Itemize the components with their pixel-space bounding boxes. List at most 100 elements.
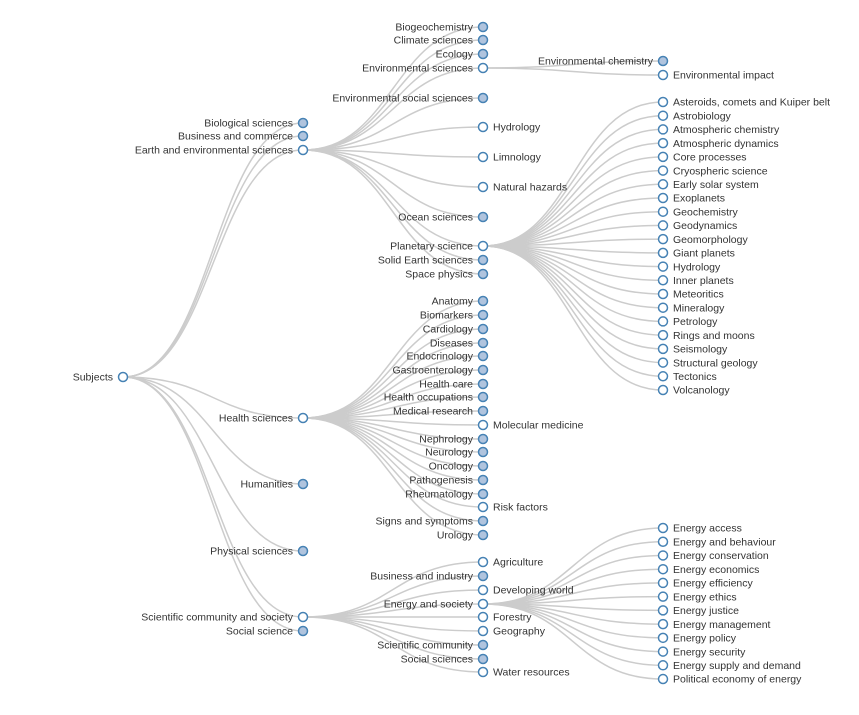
expanded-node-marker[interactable]: [657, 384, 669, 396]
node-solid-earth-sciences[interactable]: Solid Earth sciences: [378, 254, 489, 267]
node-signs-and-symptoms[interactable]: Signs and symptoms: [376, 516, 489, 528]
node-geochemistry[interactable]: Geochemistry: [657, 206, 739, 218]
node-early-solar-system[interactable]: Early solar system: [657, 179, 760, 191]
node-physical-sciences[interactable]: Physical sciences: [210, 546, 309, 558]
collapsed-node-marker[interactable]: [477, 323, 489, 335]
expanded-node-marker[interactable]: [657, 343, 669, 355]
expanded-node-marker[interactable]: [657, 275, 669, 286]
node-political-economy-of-energy[interactable]: Political economy of energy: [657, 673, 803, 686]
expanded-node-marker[interactable]: [657, 124, 669, 135]
expanded-node-marker[interactable]: [657, 165, 669, 176]
collapsed-node-marker[interactable]: [477, 433, 489, 445]
node-medical-research[interactable]: Medical research: [393, 406, 489, 418]
node-geodynamics[interactable]: Geodynamics: [657, 220, 738, 232]
expanded-node-marker[interactable]: [657, 302, 669, 313]
expanded-node-marker[interactable]: [477, 181, 489, 193]
expanded-node-marker[interactable]: [657, 632, 669, 644]
collapsed-node-marker[interactable]: [477, 529, 489, 541]
collapsed-node-marker[interactable]: [477, 570, 489, 582]
node-limnology[interactable]: Limnology: [477, 152, 542, 164]
collapsed-node-marker[interactable]: [477, 48, 489, 60]
node-rheumatology[interactable]: Rheumatology: [405, 488, 489, 501]
node-asteroids-comets-and-kuiper-belt[interactable]: Asteroids, comets and Kuiper belt: [657, 97, 831, 109]
expanded-node-marker[interactable]: [657, 233, 669, 245]
expanded-node-marker[interactable]: [657, 192, 669, 204]
expanded-node-marker[interactable]: [657, 646, 669, 657]
collapsed-node-marker[interactable]: [297, 130, 309, 142]
expanded-node-marker[interactable]: [657, 357, 669, 368]
expanded-node-marker[interactable]: [657, 110, 669, 121]
node-atmospheric-chemistry[interactable]: Atmospheric chemistry: [657, 124, 780, 136]
collapsed-node-marker[interactable]: [477, 639, 489, 651]
collapsed-node-marker[interactable]: [477, 211, 489, 223]
expanded-node-marker[interactable]: [657, 220, 669, 231]
collapsed-node-marker[interactable]: [477, 337, 489, 349]
node-meteoritics[interactable]: Meteoritics: [657, 289, 724, 301]
collapsed-node-marker[interactable]: [477, 488, 489, 500]
node-rings-and-moons[interactable]: Rings and moons: [657, 330, 755, 342]
collapsed-node-marker[interactable]: [477, 254, 489, 266]
node-risk-factors[interactable]: Risk factors: [477, 501, 548, 514]
collapsed-node-marker[interactable]: [477, 474, 489, 486]
node-pathogenesis[interactable]: Pathogenesis: [409, 474, 489, 487]
node-energy-efficiency[interactable]: Energy efficiency: [657, 577, 754, 590]
collapsed-node-marker[interactable]: [477, 309, 489, 321]
expanded-node-marker[interactable]: [477, 501, 489, 513]
node-tectonics[interactable]: Tectonics: [657, 371, 717, 383]
node-environmental-impact[interactable]: Environmental impact: [657, 70, 775, 82]
node-hydrology[interactable]: Hydrology: [657, 261, 722, 273]
node-endocrinology[interactable]: Endocrinology: [406, 350, 489, 363]
expanded-node-marker[interactable]: [657, 673, 669, 685]
node-ocean-sciences[interactable]: Ocean sciences: [398, 211, 489, 224]
node-environmental-social-sciences[interactable]: Environmental social sciences: [332, 92, 489, 105]
expanded-node-marker[interactable]: [297, 611, 309, 623]
expanded-node-marker[interactable]: [477, 62, 489, 74]
node-environmental-chemistry[interactable]: Environmental chemistry: [538, 55, 669, 68]
node-geomorphology[interactable]: Geomorphology: [657, 233, 749, 246]
expanded-node-marker[interactable]: [657, 179, 669, 190]
node-anatomy[interactable]: Anatomy: [432, 296, 489, 308]
collapsed-node-marker[interactable]: [477, 378, 489, 390]
node-subjects[interactable]: Subjects: [73, 372, 129, 384]
node-exoplanets[interactable]: Exoplanets: [657, 192, 725, 205]
expanded-node-marker[interactable]: [657, 522, 669, 534]
collapsed-node-marker[interactable]: [477, 92, 489, 104]
collapsed-node-marker[interactable]: [477, 350, 489, 362]
node-urology[interactable]: Urology: [437, 529, 489, 542]
collapsed-node-marker[interactable]: [657, 55, 669, 67]
node-seismology[interactable]: Seismology: [657, 343, 729, 356]
collapsed-node-marker[interactable]: [297, 625, 309, 637]
node-humanities[interactable]: Humanities: [240, 479, 309, 491]
collapsed-node-marker[interactable]: [477, 653, 489, 665]
node-agriculture[interactable]: Agriculture: [477, 557, 544, 569]
node-petrology[interactable]: Petrology: [657, 316, 719, 328]
node-business-and-industry[interactable]: Business and industry: [370, 570, 489, 583]
expanded-node-marker[interactable]: [657, 316, 669, 327]
node-health-sciences[interactable]: Health sciences: [219, 413, 309, 425]
expanded-node-marker[interactable]: [477, 121, 489, 133]
node-energy-conservation[interactable]: Energy conservation: [657, 550, 769, 562]
node-earth-and-environmental-sciences[interactable]: Earth and environmental sciences: [135, 145, 309, 157]
node-energy-security[interactable]: Energy security: [657, 646, 747, 658]
expanded-node-marker[interactable]: [657, 660, 669, 671]
expanded-node-marker[interactable]: [657, 550, 669, 561]
collapsed-node-marker[interactable]: [477, 364, 489, 376]
expanded-node-marker[interactable]: [657, 206, 669, 217]
node-energy-policy[interactable]: Energy policy: [657, 632, 737, 645]
expanded-node-marker[interactable]: [477, 611, 489, 623]
node-scientific-community[interactable]: Scientific community: [377, 639, 489, 652]
expanded-node-marker[interactable]: [657, 577, 669, 589]
node-diseases[interactable]: Diseases: [430, 337, 489, 350]
collapsed-node-marker[interactable]: [477, 460, 489, 472]
node-energy-supply-and-demand[interactable]: Energy supply and demand: [657, 660, 801, 672]
node-hydrology[interactable]: Hydrology: [477, 121, 542, 134]
expanded-node-marker[interactable]: [477, 240, 489, 252]
expanded-node-marker[interactable]: [477, 598, 489, 610]
node-climate-sciences[interactable]: Climate sciences: [394, 35, 489, 47]
collapsed-node-marker[interactable]: [477, 21, 489, 33]
node-energy-management[interactable]: Energy management: [657, 619, 771, 631]
node-astrobiology[interactable]: Astrobiology: [657, 110, 732, 122]
node-cryospheric-science[interactable]: Cryospheric science: [657, 165, 768, 177]
expanded-node-marker[interactable]: [657, 563, 669, 575]
node-atmospheric-dynamics[interactable]: Atmospheric dynamics: [657, 138, 779, 150]
